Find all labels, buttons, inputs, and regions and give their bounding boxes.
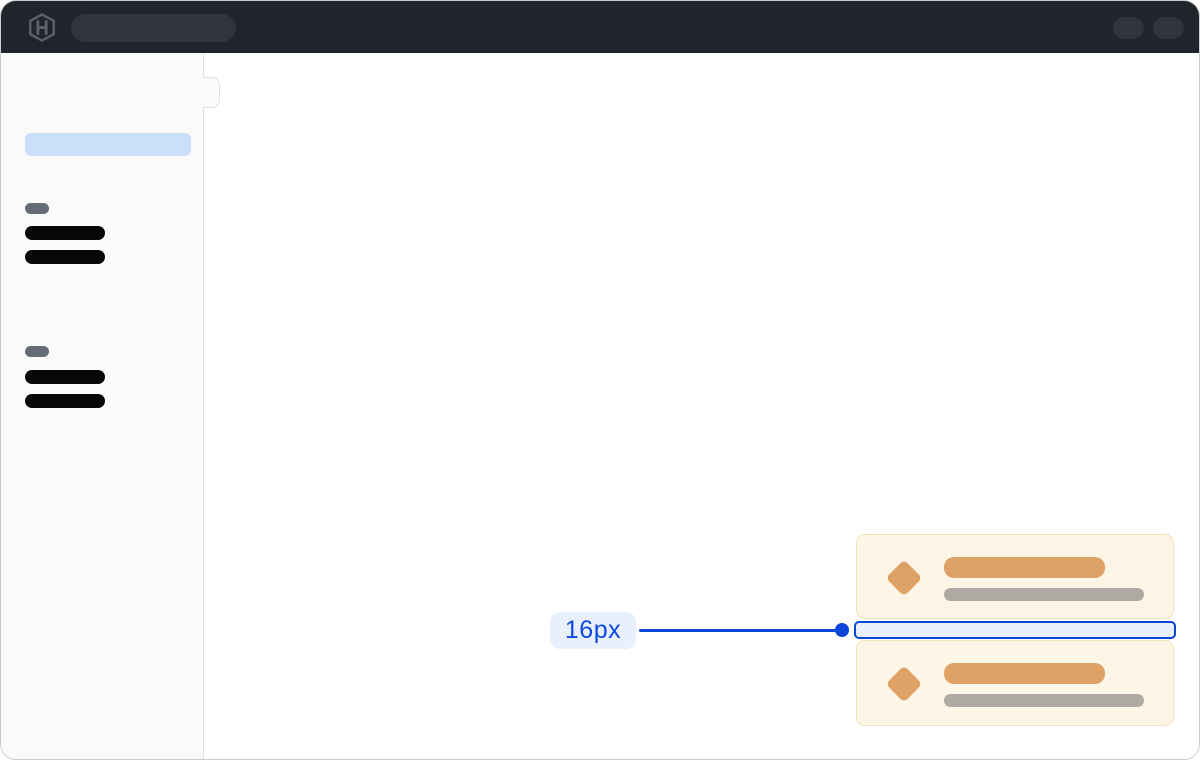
help-button[interactable] [1113, 17, 1144, 39]
list-item-card[interactable] [856, 534, 1174, 619]
app-header [1, 1, 1199, 53]
sidebar-item[interactable] [25, 250, 105, 264]
card-title-placeholder [944, 663, 1105, 684]
spacing-highlight-box [854, 621, 1176, 639]
sidebar-item[interactable] [25, 370, 105, 384]
sidebar-item[interactable] [25, 394, 105, 408]
card-subtitle-placeholder [944, 694, 1144, 707]
user-menu-button[interactable] [1153, 17, 1184, 39]
sidebar-active-item[interactable] [25, 133, 191, 156]
card-subtitle-placeholder [944, 588, 1144, 601]
sidebar-collapse-handle[interactable] [203, 77, 220, 108]
hashicorp-logo-icon[interactable] [28, 13, 56, 42]
sidebar-item[interactable] [25, 226, 105, 240]
sidebar [1, 53, 204, 759]
sidebar-section-label [25, 346, 49, 357]
measurement-dot [835, 623, 849, 637]
measurement-line [639, 629, 839, 632]
list-item-card[interactable] [856, 640, 1174, 726]
card-title-placeholder [944, 557, 1105, 578]
spacing-label: 16px [550, 612, 636, 649]
search-input[interactable] [71, 14, 236, 42]
diamond-icon [885, 665, 923, 703]
diamond-icon [885, 559, 923, 597]
sidebar-section-label [25, 203, 49, 214]
